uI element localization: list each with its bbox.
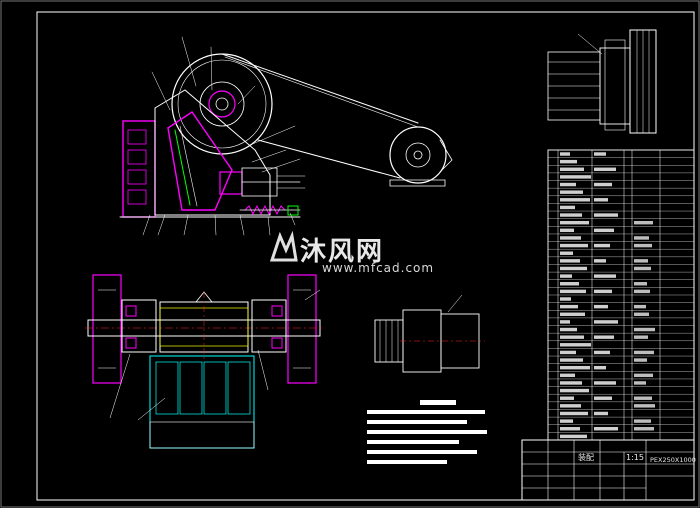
motor-plan-view (547, 29, 657, 134)
technical-notes (367, 400, 487, 464)
watermark-logo-icon (269, 230, 298, 262)
motor-view (374, 294, 485, 373)
title-block-drawing-code: PEX250X1000 (650, 456, 696, 464)
watermark-name: 沐风网 (300, 237, 385, 267)
shaft-section-view (85, 274, 325, 449)
watermark-url: www.mfcad.com (322, 261, 435, 275)
crusher-side-view (119, 36, 453, 236)
title-block-unit: 装配 (578, 453, 594, 462)
parts-list (547, 149, 695, 441)
title-block-scale: 1:15 (626, 453, 644, 462)
title-block (521, 439, 695, 501)
